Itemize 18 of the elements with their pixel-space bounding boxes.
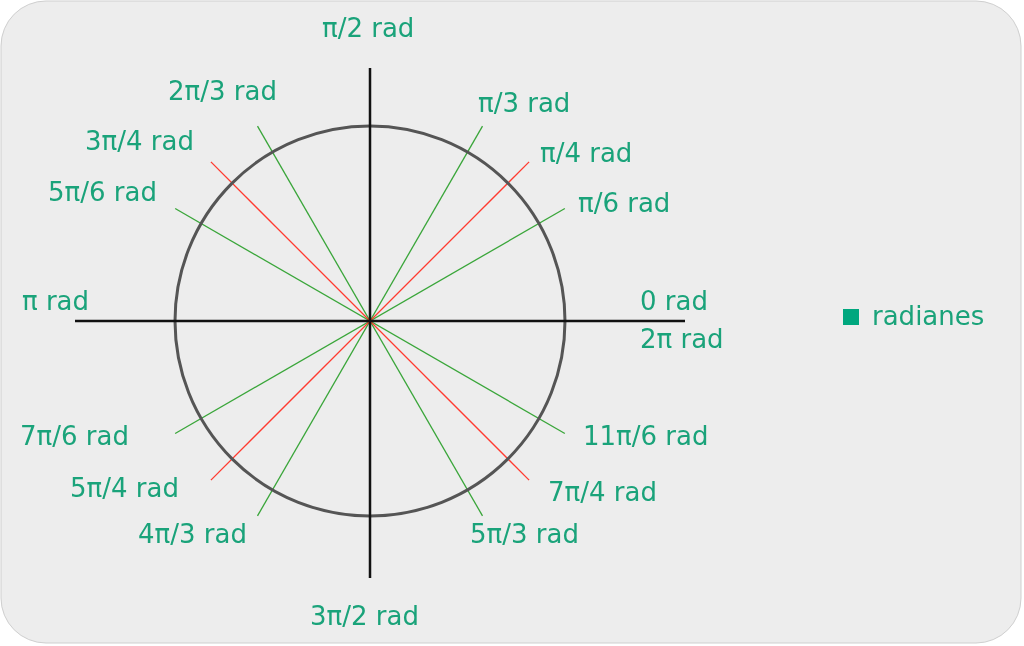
angle-label: 4π/3 rad	[138, 518, 247, 550]
angle-label: π/4 rad	[540, 137, 633, 169]
angle-label: π rad	[22, 285, 90, 317]
angle-label: π/6 rad	[578, 187, 671, 219]
angle-label: 7π/4 rad	[548, 476, 657, 508]
angle-label: 5π/4 rad	[70, 472, 179, 504]
angle-label: 3π/4 rad	[85, 125, 194, 157]
angle-label: 2π/3 rad	[168, 75, 277, 107]
angle-label: π/2 rad	[322, 12, 415, 44]
angle-label: 5π/3 rad	[470, 518, 579, 550]
angle-label: 5π/6 rad	[48, 176, 157, 208]
angle-label: 3π/2 rad	[310, 600, 419, 632]
angle-label: 11π/6 rad	[583, 420, 709, 452]
angle-label: 7π/6 rad	[20, 420, 129, 452]
angle-label: 0 rad	[640, 285, 708, 317]
legend-label: radianes	[872, 300, 985, 332]
angle-label: π/3 rad	[478, 87, 571, 119]
angle-label: 2π rad	[640, 323, 724, 355]
